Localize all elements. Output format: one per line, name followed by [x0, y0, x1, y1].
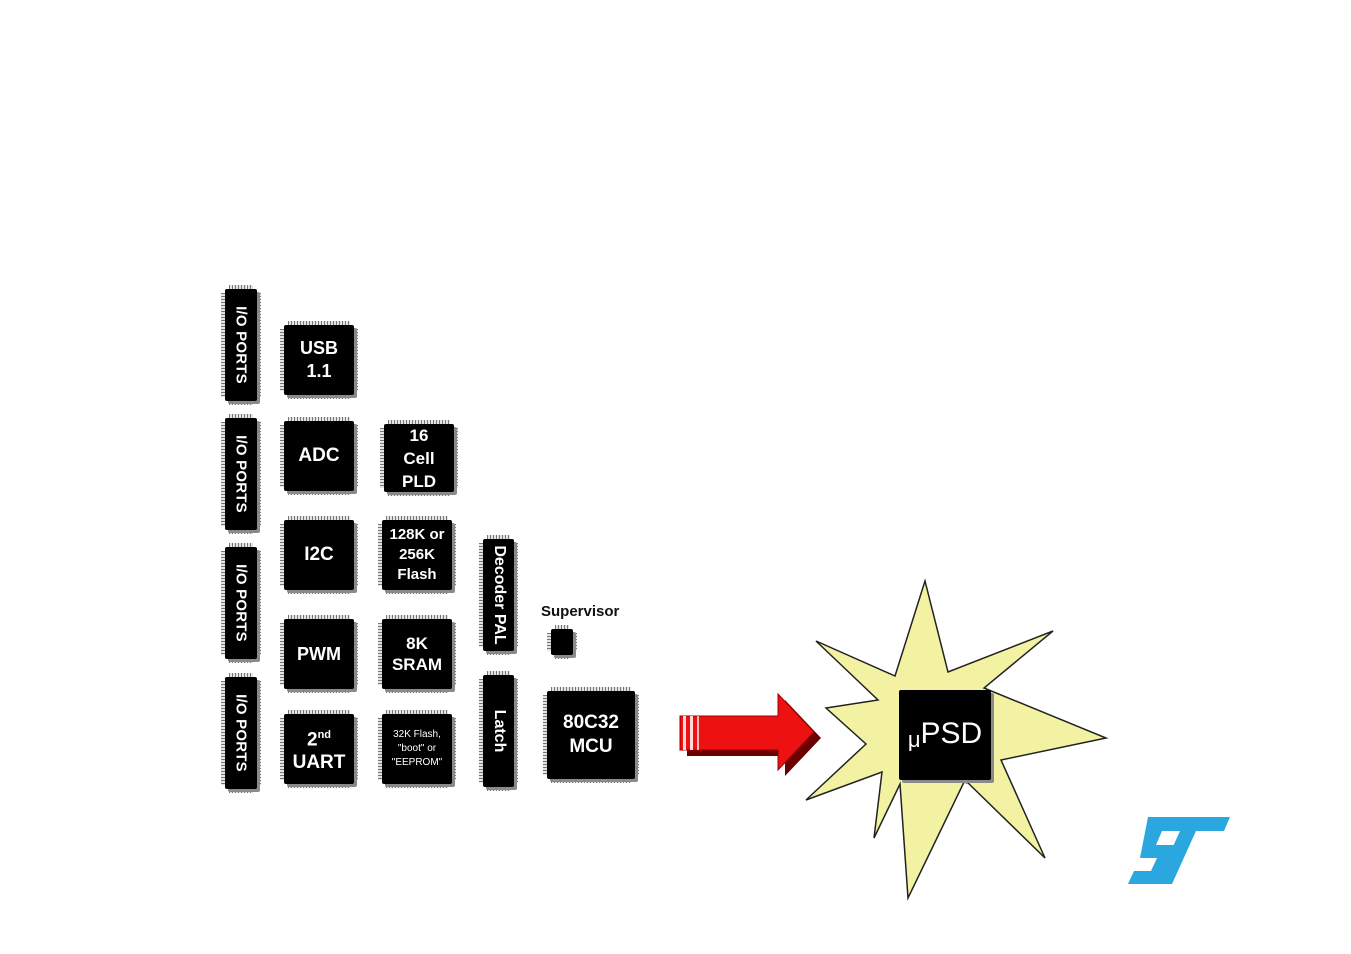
st-logo: [1128, 817, 1230, 884]
decoder-pal-block: Decoder PAL: [479, 535, 518, 655]
io-ports-1: I/O PORTS: [221, 285, 261, 405]
supervisor-label: Supervisor: [541, 603, 620, 620]
uart-block: 2nd UART: [280, 710, 358, 788]
usb-block: USB 1.1: [280, 321, 358, 399]
pwm-block: PWM: [280, 615, 358, 693]
io-ports-4: I/O PORTS: [221, 673, 261, 793]
sram-block: 8K SRAM: [378, 615, 456, 693]
pld-block: 16 Cell PLD: [380, 420, 458, 496]
i2c-block: I2C: [280, 516, 358, 594]
io-ports-2: I/O PORTS: [221, 414, 261, 534]
latch-block: Latch: [479, 671, 518, 791]
eeprom-block: 32K Flash, "boot" or "EEPROM": [378, 710, 456, 788]
adc-block: ADC: [280, 417, 358, 495]
io-ports-3: I/O PORTS: [221, 543, 261, 663]
supervisor-chip: [547, 625, 577, 659]
flash-block: 128K or 256K Flash: [378, 516, 456, 594]
red-arrow: [679, 692, 821, 776]
upsd-chip: μPSD: [895, 686, 995, 784]
upsd-label: μPSD: [907, 717, 983, 752]
mcu-block: 80C32 MCU: [543, 687, 639, 783]
uart-ordinal: 2nd: [306, 728, 332, 751]
uart-label: UART: [292, 752, 346, 774]
